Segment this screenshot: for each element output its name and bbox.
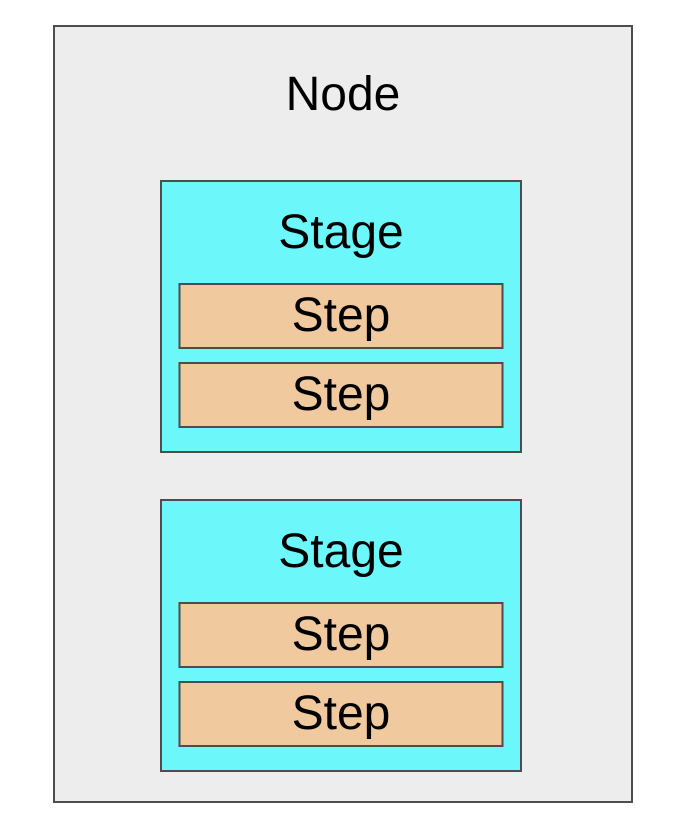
step-label: Step (291, 289, 391, 342)
step-box: Step (178, 283, 504, 349)
stage-label: Stage (278, 206, 404, 259)
stage-box-1: Stage Step Step (160, 180, 522, 453)
step-label: Step (291, 608, 391, 661)
stage-box-2: Stage Step Step (160, 499, 522, 772)
stage-label: Stage (278, 525, 404, 578)
step-box: Step (178, 362, 504, 428)
step-label: Step (291, 687, 391, 740)
step-box: Step (178, 681, 504, 747)
step-label: Step (291, 368, 391, 421)
node-label: Node (285, 68, 401, 121)
step-box: Step (178, 602, 504, 668)
node-box: Node Stage Step Step Stage Step Step (53, 25, 633, 803)
